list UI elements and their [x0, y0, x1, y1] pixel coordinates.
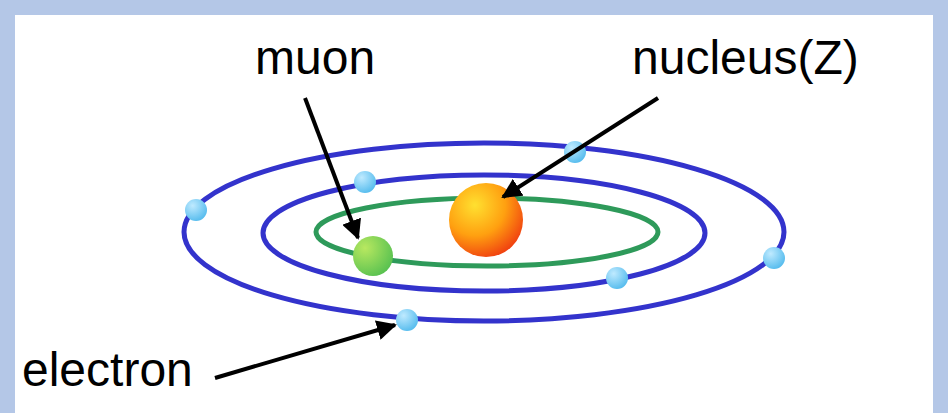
leader-arrow — [305, 98, 358, 238]
electron-particle — [606, 267, 628, 289]
muon-particle — [353, 236, 393, 276]
part-label: electron — [22, 342, 193, 397]
leader-arrow — [215, 325, 395, 378]
electrons — [185, 141, 785, 331]
inner-electron-orbit — [263, 175, 705, 291]
part-label: nucleus(Z) — [632, 30, 859, 85]
nucleus — [449, 183, 523, 257]
electron-particle — [354, 171, 376, 193]
electron-particle — [396, 309, 418, 331]
part-label: muon — [255, 30, 375, 85]
outer-electron-orbit — [184, 143, 784, 321]
electron-particle — [763, 247, 785, 269]
leader-arrow — [503, 98, 658, 197]
electron-particle — [185, 199, 207, 221]
